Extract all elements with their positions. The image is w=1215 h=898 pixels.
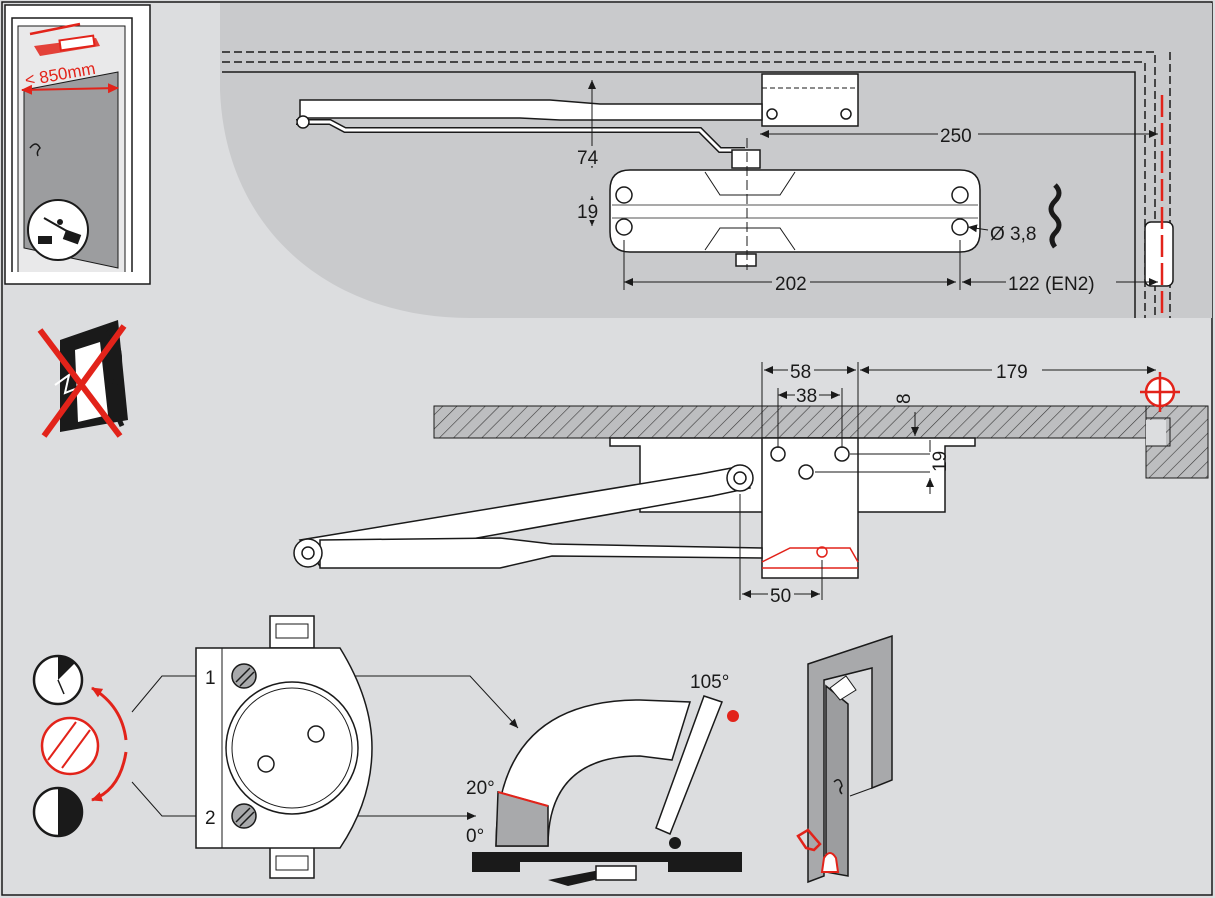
rotate-slower-arrow xyxy=(91,751,128,802)
dim-arm-offset: 74 xyxy=(577,148,599,169)
door-closer-icon xyxy=(29,22,100,56)
top-view-panel xyxy=(220,3,1212,318)
push-hand-icon xyxy=(796,828,822,852)
valve-1-label: 1 xyxy=(205,668,216,689)
dim-body-height: 19 xyxy=(577,202,598,223)
dim-arm-pivot: 50 xyxy=(770,586,791,607)
dim-bracket-width: 58 xyxy=(790,362,811,383)
angle-zero-label: 0° xyxy=(466,826,484,847)
handle-icon xyxy=(29,143,41,157)
dim-hole-offset: 19 xyxy=(930,451,951,472)
no-fire-door-icon xyxy=(37,320,128,438)
valve-screw-1 xyxy=(231,663,257,689)
dim-hole-spacing: 202 xyxy=(775,274,807,295)
rotate-faster-arrow xyxy=(91,686,128,741)
frame-header-section xyxy=(433,405,1160,439)
stopwatch-fast-icon xyxy=(32,654,84,706)
valve-screw-2 xyxy=(231,803,257,829)
adjustment-section: 1 2 105° 20° 0° xyxy=(32,615,893,886)
door-closing-illustration xyxy=(796,634,893,884)
closing-arc-diagram xyxy=(472,695,742,886)
door-stop-icon xyxy=(820,852,840,873)
stopwatch-slow-icon xyxy=(32,786,84,838)
dim-depth: 8 xyxy=(894,393,915,404)
dim-hinge-en2: 122 (EN2) xyxy=(1008,274,1095,295)
closer-body xyxy=(609,169,981,253)
side-view: 58 38 179 8 19 50 xyxy=(293,360,1209,607)
hinge-axis-target-icon xyxy=(1140,372,1180,412)
stop-point-marker xyxy=(727,710,739,722)
drill-bit-icon xyxy=(1048,183,1062,249)
top-view: 74 19 202 Ø 3,8 250 122 (EN2) xyxy=(222,51,1174,318)
closer-end-view xyxy=(195,615,373,879)
dim-bracket-holes: 38 xyxy=(796,386,817,407)
install-panel: < 850mm xyxy=(4,4,151,285)
closing-sequence-icon xyxy=(27,199,89,261)
closer-arm xyxy=(299,99,763,121)
hinge xyxy=(1144,221,1174,287)
dim-hole-diameter: Ø 3,8 xyxy=(990,224,1036,245)
dim-to-hinge-side: 179 xyxy=(996,362,1028,383)
door-width-arrow xyxy=(21,83,119,95)
door-leaf-open xyxy=(655,695,723,835)
angle-latch-label: 20° xyxy=(466,778,495,799)
dim-to-hinge-top: 250 xyxy=(940,126,972,147)
angle-max-label: 105° xyxy=(690,672,729,693)
valve-2-label: 2 xyxy=(205,808,216,829)
adjustment-valve-icon xyxy=(40,716,100,776)
